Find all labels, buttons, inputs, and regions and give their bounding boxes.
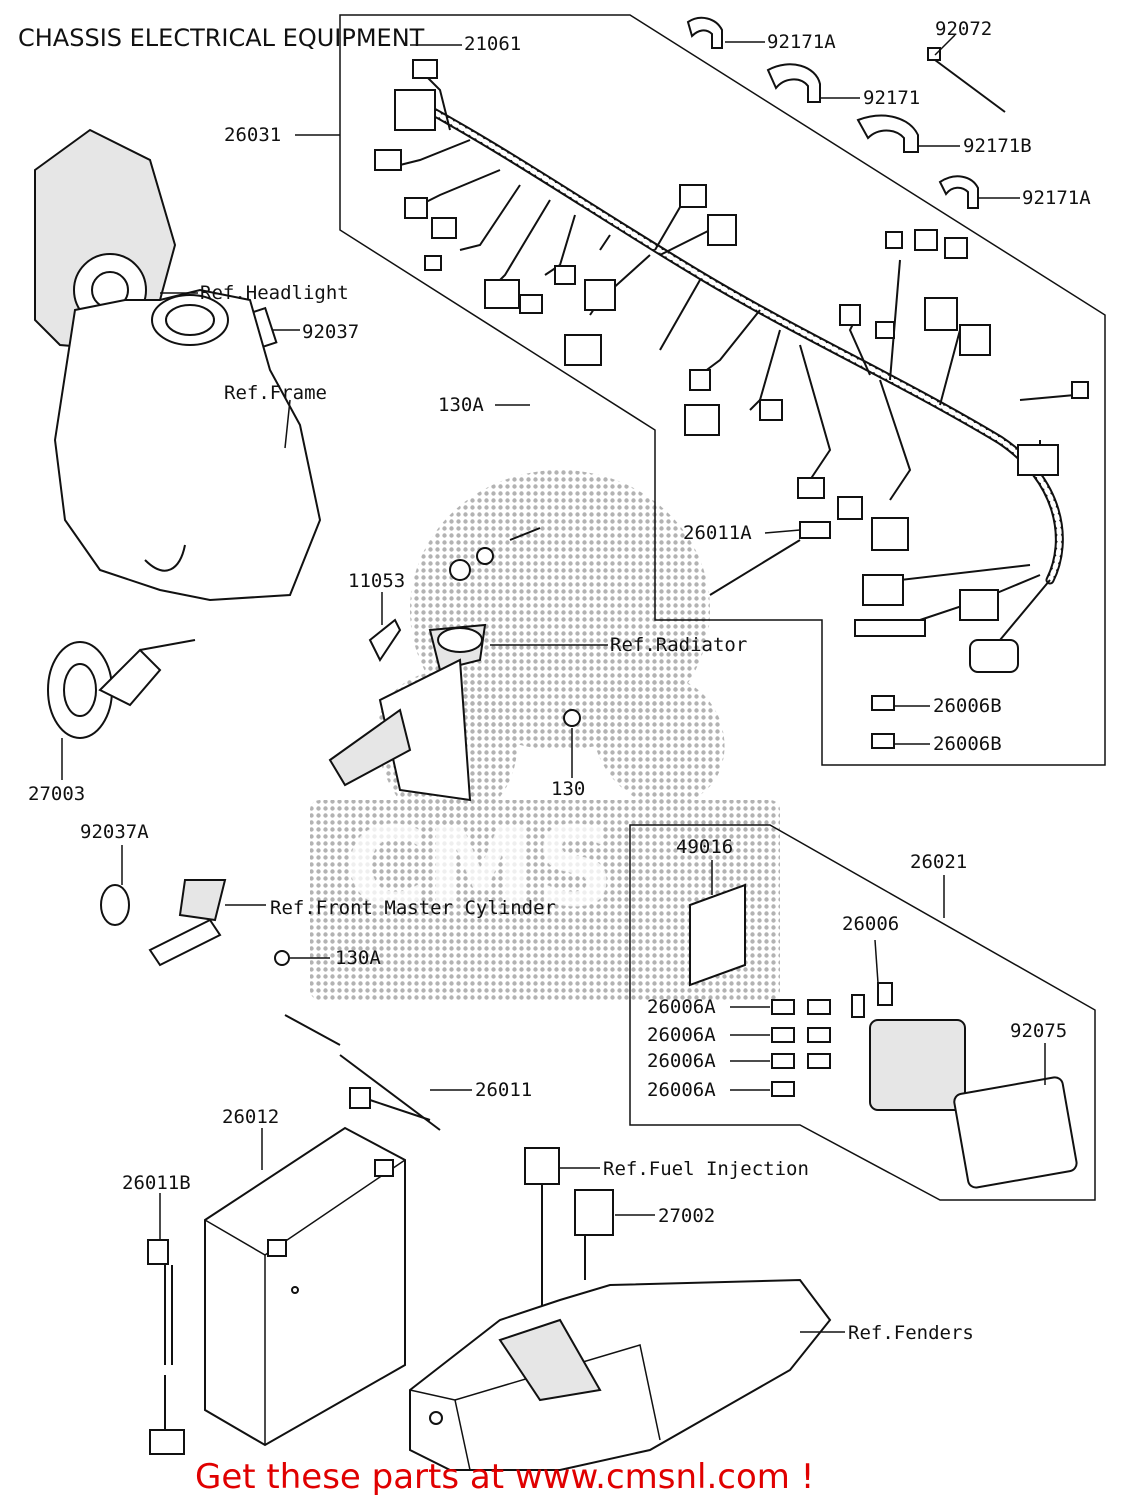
label-130: 130 <box>551 778 585 800</box>
label-ref-headlight: Ref.Headlight <box>200 282 349 304</box>
label-92072: 92072 <box>935 18 992 40</box>
label-27003: 27003 <box>28 783 85 805</box>
label-49016: 49016 <box>676 836 733 858</box>
label-21061: 21061 <box>464 33 521 55</box>
label-26011: 26011 <box>475 1079 532 1101</box>
label-26006A-4: 26006A <box>647 1079 716 1101</box>
fuse-box-group-outline <box>629 824 1096 1201</box>
label-26012: 26012 <box>222 1106 279 1128</box>
harness-group-outline <box>339 14 1106 766</box>
label-130A-bottom: 130A <box>335 947 381 969</box>
label-92171A-top: 92171A <box>767 31 836 53</box>
clamp-92171B <box>856 114 919 153</box>
part-labels: 21061 92171A 92072 92171 26031 92171B 92… <box>28 18 1091 1344</box>
label-26021: 26021 <box>910 851 967 873</box>
label-26011A: 26011A <box>683 522 752 544</box>
horn-27003 <box>47 639 196 739</box>
label-26006B-1: 26006B <box>933 695 1002 717</box>
label-26006A-2: 26006A <box>647 1024 716 1046</box>
label-ref-fenders: Ref.Fenders <box>848 1322 974 1344</box>
label-130A-top: 130A <box>438 394 484 416</box>
battery-26012 <box>204 1126 406 1447</box>
rear-fender-tray <box>409 1278 832 1471</box>
main-wiring-harness-26031 <box>374 59 1089 673</box>
fuse-box-26021 <box>689 695 1078 1189</box>
relay-27002 <box>574 1189 614 1280</box>
label-11053: 11053 <box>348 570 405 592</box>
footer-parts-link[interactable]: Get these parts at www.cmsnl.com ! <box>195 1457 814 1497</box>
cable-tie-92072 <box>927 47 1006 113</box>
lead-26011B <box>147 1239 185 1455</box>
label-26006A-3: 26006A <box>647 1050 716 1072</box>
watermark-text: CMS <box>345 803 614 931</box>
label-26011B: 26011B <box>122 1172 191 1194</box>
leader-lines <box>61 34 1046 1333</box>
clamp-92171 <box>766 63 821 103</box>
label-92171A-right: 92171A <box>1022 187 1091 209</box>
label-ref-frame: Ref.Frame <box>224 382 327 404</box>
clamp-92171A-right <box>938 175 979 209</box>
fuel-injection-relay <box>524 1147 560 1360</box>
label-26031: 26031 <box>224 124 281 146</box>
label-92171: 92171 <box>863 87 920 109</box>
label-92171B: 92171B <box>963 135 1032 157</box>
label-27002: 27002 <box>658 1205 715 1227</box>
label-ref-radiator: Ref.Radiator <box>610 634 747 656</box>
label-ref-fuel-injection: Ref.Fuel Injection <box>603 1158 809 1180</box>
clamp-92171A-top <box>686 16 723 49</box>
bracket-11053 <box>328 527 581 802</box>
diagram-title: CHASSIS ELECTRICAL EQUIPMENT <box>18 24 425 52</box>
battery-cable-26011 <box>274 950 441 1131</box>
label-ref-front-master-cylinder: Ref.Front Master Cylinder <box>270 897 556 919</box>
label-92037: 92037 <box>302 321 359 343</box>
label-92075: 92075 <box>1010 1020 1067 1042</box>
label-92037A: 92037A <box>80 821 149 843</box>
label-26006A-1: 26006A <box>647 996 716 1018</box>
frame <box>53 288 322 602</box>
label-26006B-2: 26006B <box>933 733 1002 755</box>
front-master-cylinder-bracket <box>100 879 227 967</box>
label-26006: 26006 <box>842 913 899 935</box>
